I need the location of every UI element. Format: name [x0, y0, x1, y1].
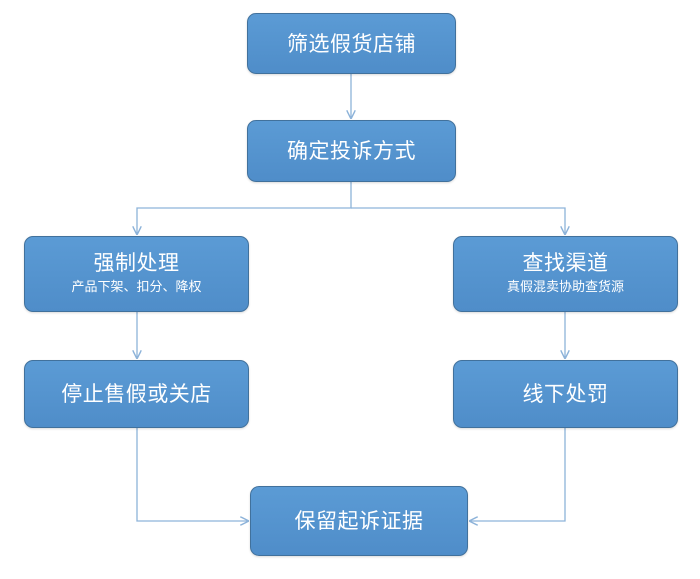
node-evidence-title: 保留起诉证据 [294, 509, 424, 533]
connector-offline-to-evidence [470, 428, 566, 521]
node-forced-handling: 强制处理 产品下架、扣分、降权 [24, 236, 249, 312]
node-stop-selling-or-close: 停止售假或关店 [24, 360, 249, 428]
node-screen-fake-stores: 筛选假货店铺 [247, 13, 456, 74]
node-channel-title: 查找渠道 [522, 251, 609, 275]
node-keep-evidence: 保留起诉证据 [250, 486, 468, 556]
node-force-title: 强制处理 [93, 251, 180, 275]
node-offline-title: 线下处罚 [522, 382, 609, 406]
node-determine-complaint-method: 确定投诉方式 [247, 120, 456, 182]
node-channel-subtitle: 真假混卖协助查货源 [506, 280, 624, 295]
node-screen-title: 筛选假货店铺 [287, 31, 416, 56]
connector-method-to-force [137, 182, 352, 234]
connector-stop-to-evidence [136, 428, 248, 521]
node-find-channels: 查找渠道 真假混卖协助查货源 [453, 236, 678, 312]
connector-method-to-channel [351, 207, 565, 234]
node-stop-title: 停止售假或关店 [61, 382, 212, 406]
node-offline-penalty: 线下处罚 [453, 360, 678, 428]
node-force-subtitle: 产品下架、扣分、降权 [71, 280, 202, 295]
node-method-title: 确定投诉方式 [287, 139, 416, 163]
